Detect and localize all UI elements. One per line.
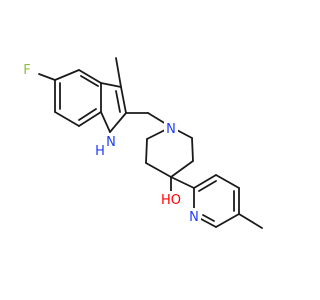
bond-c5-c4: [54, 69, 80, 81]
bond-c3p-c4p: [145, 162, 172, 178]
fluorine-label-bg: [20, 61, 34, 77]
hydroxyl-label: HO: [161, 193, 181, 208]
bond-c4-c3a-double: [80, 75, 99, 87]
bond-c3a-c3: [100, 82, 122, 88]
indole-n-label: N: [106, 135, 116, 150]
fluorine-label: F: [23, 63, 30, 78]
bond-c4p-c5p: [170, 160, 194, 178]
piperidine-n-label: N: [166, 122, 176, 137]
indole-nh-label-bg: [102, 134, 120, 160]
bond-py2-py3-double: [198, 180, 217, 192]
bond-c7a-c7-double: [78, 108, 97, 121]
bond-c2-n1: [109, 112, 127, 133]
bond-c4p-py2: [170, 176, 195, 189]
bond-layer: [38, 57, 263, 229]
indole-nh-label: H: [95, 144, 105, 159]
bond-f-c5: [38, 73, 56, 81]
pyridine-n-label-bg: [187, 208, 201, 224]
bond-c7a-c7: [78, 111, 102, 127]
bond-c3-methyl: [115, 57, 122, 88]
bond-py3-py4: [215, 174, 240, 189]
bond-c2p-c3p: [145, 138, 148, 164]
molecule-structure-canvas: F N H N HO N: [20, 57, 263, 229]
bond-py2-py3: [193, 174, 217, 189]
piperidine-n-label-bg: [164, 121, 178, 135]
hydroxyl-label-bg: [158, 191, 184, 207]
bond-c7-c6: [54, 111, 80, 127]
bond-c5p-c6p: [191, 137, 194, 162]
bond-n1-c7a: [100, 111, 111, 133]
bond-py6-npy-double: [202, 214, 215, 222]
bond-py6-npy: [200, 218, 217, 228]
pyridine-n-label: N: [189, 210, 199, 225]
bond-c3-c2: [120, 86, 127, 114]
bond-py5-py6: [215, 213, 240, 228]
bond-c3-c2-double: [115, 90, 121, 113]
bond-c4-c3a: [78, 69, 102, 84]
bond-py5-methyl: [238, 213, 263, 229]
atom-label-layer: F N H N HO N: [20, 61, 201, 225]
